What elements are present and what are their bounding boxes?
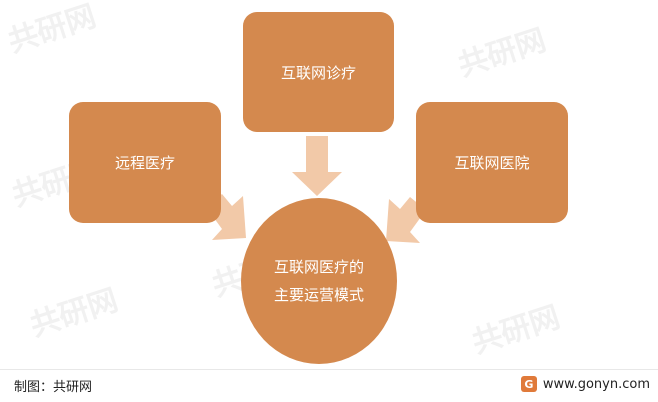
website-link[interactable]: G www.gonyn.com — [520, 376, 650, 392]
node-internet-hospital: 互联网医院 — [416, 102, 568, 223]
node-label: 远程医疗 — [114, 154, 175, 172]
center-label-line2: 主要运营模式 — [273, 286, 364, 304]
credit-text: 制图：共研网 — [14, 380, 93, 395]
center-label-line1: 互联网医疗的 — [273, 258, 364, 276]
footer-divider — [0, 369, 658, 370]
down-arrow — [292, 136, 342, 196]
node-label: 互联网医院 — [454, 154, 530, 172]
website-text: www.gonyn.com — [542, 376, 650, 392]
node-label: 互联网诊疗 — [280, 63, 356, 82]
gonyn-logo-icon: G — [520, 376, 537, 392]
node-telemedicine: 远程医疗 — [69, 102, 221, 223]
center-node: 互联网医疗的 主要运营模式 — [241, 198, 397, 364]
node-internet-diagnosis: 互联网诊疗 — [243, 12, 394, 132]
